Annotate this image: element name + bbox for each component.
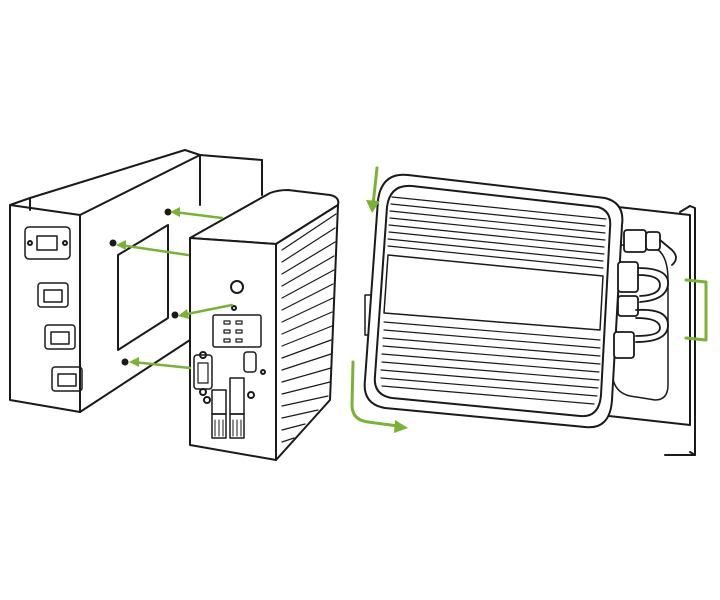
left-assembly bbox=[9, 149, 340, 461]
ethernet-port-icon bbox=[44, 324, 76, 350]
green-arrow-icon bbox=[350, 166, 708, 433]
cable-connectors-icon bbox=[613, 229, 677, 359]
ethernet-port-icon bbox=[37, 282, 69, 308]
ethernet-port-icon bbox=[51, 366, 83, 392]
green-arrow-icon bbox=[116, 207, 234, 370]
device-box-icon bbox=[189, 189, 340, 461]
right-assembly bbox=[350, 166, 708, 456]
mounting-bracket-icon bbox=[9, 149, 263, 413]
device-box-icon bbox=[363, 173, 624, 429]
serial-port-icon bbox=[24, 226, 71, 260]
